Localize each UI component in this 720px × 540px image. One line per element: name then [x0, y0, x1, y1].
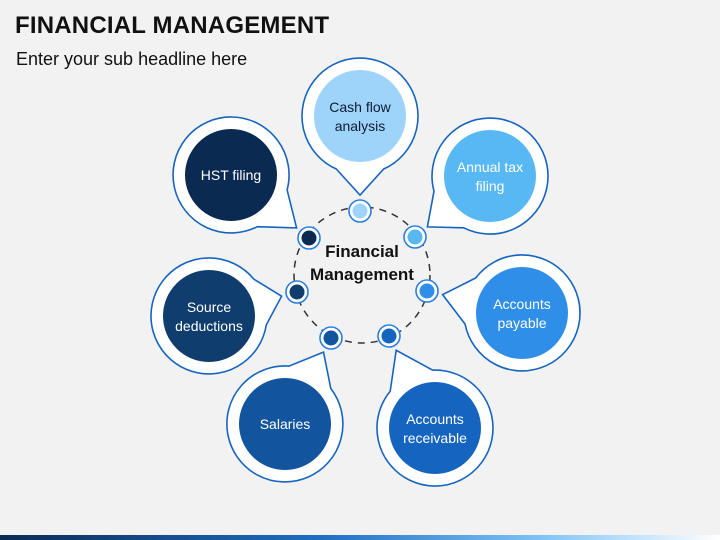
node-label-line1: Annual tax	[457, 159, 523, 175]
center-label-line2: Management	[310, 265, 414, 284]
node-label-line1: Source	[187, 299, 232, 315]
connector-dot	[415, 279, 439, 303]
node-hst-filing: HST filing	[172, 116, 298, 234]
connector-dot	[348, 199, 372, 223]
node-label-line1: Salaries	[260, 416, 311, 432]
center-dashed-ring	[293, 206, 431, 344]
connector-dot	[285, 280, 309, 304]
node-accounts-receivable: Accounts receivable	[376, 349, 494, 487]
node-salaries: Salaries	[226, 350, 344, 483]
connector-dot	[403, 225, 427, 249]
connector-dot	[377, 324, 401, 348]
node-circle	[185, 129, 277, 221]
node-accounts-payable: Accounts payable	[441, 254, 581, 372]
connector-dot	[319, 326, 343, 350]
node-label-line2: receivable	[403, 430, 467, 446]
node-annual-tax-filing: Annual tax filing	[426, 117, 549, 235]
node-label-line2: filing	[476, 178, 505, 194]
node-label-line2: analysis	[335, 118, 386, 134]
node-label-line2: deductions	[175, 318, 243, 334]
node-label-line1: Cash flow	[329, 99, 391, 115]
center-label-line1: Financial	[325, 242, 399, 261]
node-circle	[444, 130, 536, 222]
node-circle	[239, 378, 331, 470]
connector-dot	[297, 226, 321, 250]
node-circle	[389, 382, 481, 474]
page-title: FINANCIAL MANAGEMENT	[15, 12, 330, 39]
node-label-line1: HST filing	[201, 167, 261, 183]
node-label-line2: payable	[497, 315, 546, 331]
bottom-accent-bar	[0, 535, 720, 540]
node-circle	[314, 70, 406, 162]
node-cash-flow-analysis: Cash flow analysis	[301, 57, 419, 197]
node-source-deductions: Source deductions	[150, 257, 283, 375]
node-circle	[163, 270, 255, 362]
node-label-line1: Accounts	[406, 411, 464, 427]
page-subtitle: Enter your sub headline here	[16, 49, 248, 69]
node-circle	[476, 267, 568, 359]
node-label-line1: Accounts	[493, 296, 551, 312]
